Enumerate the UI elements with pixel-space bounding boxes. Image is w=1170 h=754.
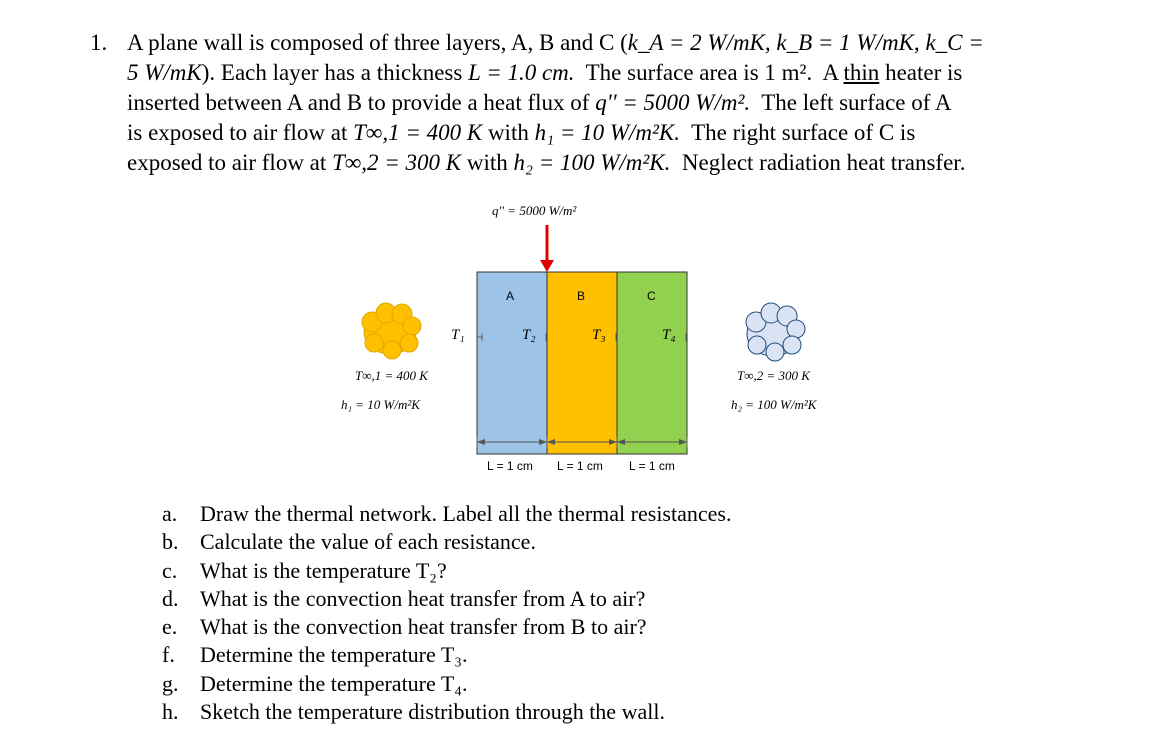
- hot-air-cloud-icon: [361, 302, 422, 360]
- thickness: L = 1.0 cm.: [468, 60, 575, 85]
- k-c-value: 5 W/mK: [127, 60, 202, 85]
- cool-air-cloud-icon: [745, 302, 806, 362]
- layer-a: [476, 271, 548, 455]
- t-inf-2: T∞,2 = 300 K: [332, 150, 462, 175]
- dim-arrowhead: [539, 439, 547, 445]
- t-inf-1: T∞,1 = 400 K: [353, 120, 483, 145]
- dim-label-c: L = 1 cm: [629, 459, 675, 473]
- dim-label-b: L = 1 cm: [557, 459, 603, 473]
- dim-label-a: L = 1 cm: [487, 459, 533, 473]
- layer-b: [546, 271, 618, 455]
- layer-b-label: B: [577, 289, 586, 303]
- dim-arrowhead: [617, 439, 625, 445]
- heat-flux-arrowhead: [540, 260, 554, 272]
- area-text: The surface area is 1 m².: [585, 60, 813, 85]
- problem-number: 1.: [90, 30, 108, 55]
- t4-label: T₄: [662, 327, 676, 343]
- dim-arrowhead: [477, 439, 485, 445]
- problem-line-1: A plane wall is composed of three layers…: [127, 30, 984, 55]
- dim-arrowhead: [547, 439, 555, 445]
- t2-label: T₂: [522, 327, 536, 343]
- flux: q'' = 5000 W/m².: [595, 90, 751, 115]
- layer-c: [616, 271, 688, 455]
- k-b: k_B = 1 W/mK,: [776, 30, 920, 55]
- k-a: k_A = 2 W/mK,: [627, 30, 771, 55]
- dim-arrowhead: [609, 439, 617, 445]
- h2: h₂ = 100 W/m²K.: [513, 150, 671, 175]
- k-c: k_C =: [925, 30, 984, 55]
- right-air-h: h₂ = 100 W/m²K: [731, 397, 817, 412]
- problem-line-2: 5 W/mK). Each layer has a thickness L = …: [127, 60, 963, 85]
- t1-label: T₁: [451, 327, 465, 343]
- problem-line-3: inserted between A and B to provide a he…: [127, 90, 952, 115]
- right-air-temp: T∞,2 = 300 K: [737, 368, 810, 383]
- layer-a-label: A: [506, 289, 515, 303]
- flux-label: q'' = 5000 W/m²: [492, 203, 577, 218]
- dim-arrowhead: [679, 439, 687, 445]
- problem-line-4: is exposed to air flow at T∞,1 = 400 K w…: [127, 120, 916, 145]
- layer-c-label: C: [647, 289, 656, 303]
- t3-label: T₃: [592, 327, 606, 343]
- problem-line-5: exposed to air flow at T∞,2 = 300 K with…: [127, 150, 966, 175]
- left-air-h: h₁ = 10 W/m²K: [341, 397, 420, 412]
- thin-word: thin: [843, 60, 880, 85]
- h1: h₁ = 10 W/m²K.: [534, 120, 680, 145]
- left-air-temp: T∞,1 = 400 K: [355, 368, 428, 383]
